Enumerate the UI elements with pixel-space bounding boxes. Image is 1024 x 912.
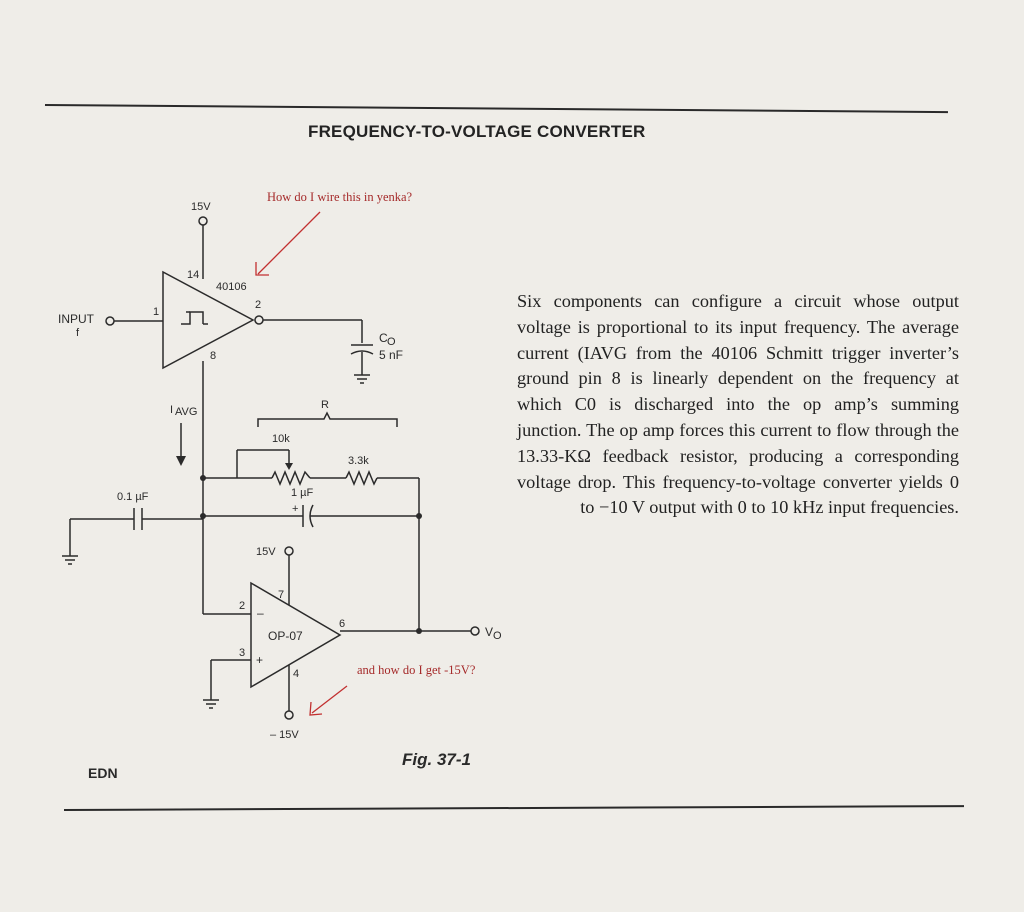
op-plus-sign: +	[256, 653, 263, 667]
op-pin-3-label: 3	[239, 647, 245, 659]
input-label: INPUT	[58, 312, 95, 326]
supply-15v-label: 15V	[191, 201, 211, 213]
output-name-label: V	[485, 625, 493, 639]
figure-caption: Fig. 37-1	[402, 750, 471, 769]
junction-node	[416, 513, 422, 519]
input-sub-label: f	[76, 327, 80, 339]
opamp-supply-neg-terminal	[284, 710, 294, 720]
pin-14-label: 14	[187, 269, 199, 281]
iavg-label: I	[170, 404, 173, 416]
opamp-supply-pos-label: 15V	[256, 546, 276, 558]
cap-in-value-label: 0.1 µF	[117, 491, 149, 503]
hysteresis-icon-ticks	[186, 311, 208, 325]
op-pin-6-label: 6	[339, 618, 345, 630]
note-arrow-bottom-head	[309, 701, 323, 716]
cap-fb-plus-label: +	[292, 503, 298, 515]
junction-node	[200, 475, 206, 481]
opamp-supply-neg-label: – 15V	[270, 729, 299, 741]
co-name-label: C	[379, 331, 388, 345]
iavg-arrowhead	[176, 456, 186, 466]
note-arrow-top-head	[255, 262, 269, 276]
co-plate-bottom	[350, 350, 374, 355]
output-terminal	[470, 626, 480, 636]
co-value-label: 5 nF	[379, 348, 403, 362]
pot-value-label: 10k	[272, 433, 290, 445]
pot-wiper-arrowhead	[285, 463, 293, 470]
res-value-label: 3.3k	[348, 455, 369, 467]
schmitt-inverter-symbol	[162, 270, 255, 370]
input-terminal	[105, 316, 115, 326]
pin-2-label: 2	[255, 299, 261, 311]
resistor-3-3k	[345, 470, 378, 486]
opamp-op07-symbol	[250, 581, 342, 689]
description-paragraph: Six components can configure a circuit w…	[517, 291, 959, 518]
note-arrow-bottom	[311, 685, 348, 714]
op-pin-7-label: 7	[278, 589, 284, 601]
opamp-supply-pos-terminal	[284, 546, 294, 556]
cap-fb-value-label: 1 µF	[291, 487, 314, 499]
opamp-part-label: OP-07	[268, 629, 303, 643]
schmitt-part-label: 40106	[216, 281, 247, 293]
potentiometer-10k	[271, 470, 311, 486]
junction-node	[200, 513, 206, 519]
op-pin-2-label: 2	[239, 600, 245, 612]
hysteresis-icon	[181, 311, 204, 325]
iavg-sub-label: AVG	[175, 406, 197, 418]
publisher-label: EDN	[88, 765, 118, 781]
r-label: R	[321, 399, 329, 411]
r-bracket	[257, 411, 398, 427]
output-sub-label: O	[493, 630, 502, 642]
note-arrow-top	[257, 211, 321, 275]
page-title: FREQUENCY-TO-VOLTAGE CONVERTER	[308, 122, 646, 141]
op-pin-4-label: 4	[293, 668, 299, 680]
note-wire-question: How do I wire this in yenka?	[267, 190, 413, 204]
co-sub-label: O	[387, 336, 396, 348]
junction-node	[416, 628, 422, 634]
op-minus-sign: –	[257, 606, 264, 620]
supply-15v-terminal	[198, 216, 208, 226]
pin-8-label: 8	[210, 350, 216, 362]
pin-1-label: 1	[153, 306, 159, 318]
note-supply-question: and how do I get -15V?	[357, 663, 476, 677]
inverter-output-bubble	[254, 315, 264, 325]
